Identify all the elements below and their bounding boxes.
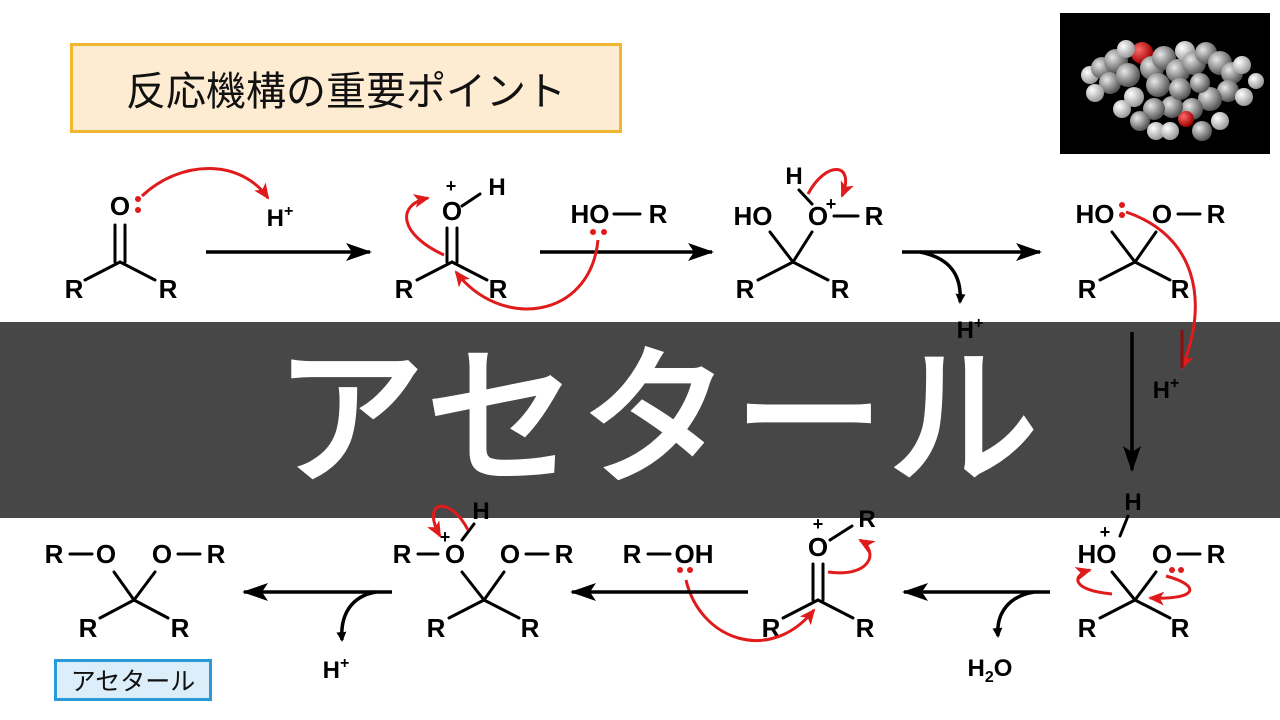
molecule-protonated-acetal: R + O H O R R R — [393, 498, 574, 643]
svg-text:R: R — [762, 613, 781, 643]
molecule-protonated-hemiacetal: HO H + O R R R — [734, 163, 884, 304]
lone-pair-dot — [135, 207, 141, 213]
banner-title: アセタール — [275, 333, 1043, 507]
svg-text:HO: HO — [1076, 199, 1115, 229]
svg-text:R: R — [1207, 539, 1226, 569]
molecule-hemiacetal: HO O R R R — [1076, 199, 1226, 304]
atom-r: R — [159, 274, 178, 304]
svg-text:O: O — [442, 196, 462, 226]
proton-release-arrow — [336, 590, 377, 642]
electron-arrow — [1074, 567, 1113, 596]
svg-text:O: O — [1152, 199, 1172, 229]
acetal-label: アセタール — [70, 667, 196, 696]
proton: H+ — [957, 315, 984, 344]
svg-text:R: R — [1078, 613, 1097, 643]
water-molecule: H2O — [968, 655, 1013, 686]
proton: H+ — [323, 655, 350, 684]
molecule-protonated-hemiacetal-2: H + HO O R R R — [1078, 489, 1226, 643]
svg-text:R: R — [207, 539, 226, 569]
molecule-acetal: R O O R R R — [45, 539, 226, 643]
svg-text:HO: HO — [1078, 539, 1117, 569]
electron-arrow — [405, 194, 445, 257]
svg-text:O: O — [445, 539, 465, 569]
svg-text:R: R — [427, 613, 446, 643]
svg-text:R: R — [79, 613, 98, 643]
svg-text:R: R — [865, 201, 884, 231]
svg-text:HO: HO — [734, 201, 773, 231]
svg-text:R: R — [831, 274, 850, 304]
svg-text:R: R — [1078, 274, 1097, 304]
electron-arrow — [427, 504, 470, 538]
svg-text:R: R — [489, 274, 508, 304]
svg-text:R: R — [856, 613, 875, 643]
lone-pair-dot — [135, 196, 141, 202]
svg-text:R: R — [45, 539, 64, 569]
nucleophile-ho: HO — [571, 199, 610, 229]
molecule-oxocarbenium: + O R R R — [762, 506, 876, 643]
svg-text:O: O — [500, 539, 520, 569]
svg-text:R: R — [555, 539, 574, 569]
proton-release-arrow — [919, 250, 966, 304]
svg-text:H: H — [472, 498, 489, 525]
atom-o: O — [110, 191, 130, 221]
svg-text:O: O — [808, 532, 828, 562]
svg-text:H: H — [488, 174, 505, 201]
electron-arrow — [684, 579, 816, 642]
molecule-protonated-carbonyl: + O H R R — [395, 174, 508, 304]
svg-text:R: R — [1207, 199, 1226, 229]
nucleophile-oh: OH — [675, 539, 714, 569]
electron-arrow — [806, 168, 854, 198]
svg-text:+: + — [446, 176, 457, 196]
svg-text:+: + — [1100, 522, 1111, 542]
svg-text:H: H — [785, 163, 802, 190]
electron-arrow — [1125, 210, 1197, 370]
svg-text:R: R — [171, 613, 190, 643]
proton: H+ — [267, 203, 294, 232]
svg-text:+: + — [813, 514, 824, 534]
atom-r: R — [65, 274, 84, 304]
svg-text:R: R — [736, 274, 755, 304]
acetal-label-box: アセタール — [54, 659, 212, 701]
svg-text:R: R — [393, 539, 412, 569]
svg-text:+: + — [826, 194, 837, 214]
electron-arrow — [1148, 574, 1192, 606]
svg-text:H: H — [1124, 489, 1141, 516]
svg-text:R: R — [649, 199, 668, 229]
title-box: 反応機構の重要ポイント — [70, 43, 622, 133]
proton: H+ — [1153, 375, 1180, 404]
electron-arrow — [454, 239, 600, 311]
svg-text:O: O — [152, 539, 172, 569]
electron-arrow — [140, 167, 270, 200]
molecule-model-image — [1060, 13, 1270, 154]
svg-text:R: R — [858, 506, 875, 533]
molecule-ketone: O R R — [65, 191, 178, 304]
title-banner — [0, 322, 1280, 518]
svg-text:O: O — [808, 201, 828, 231]
page-title: 反応機構の重要ポイント — [126, 69, 566, 115]
svg-text:O: O — [96, 539, 116, 569]
svg-text:R: R — [623, 539, 642, 569]
svg-text:R: R — [521, 613, 540, 643]
molecule-model-icon — [1081, 40, 1264, 141]
svg-text:R: R — [395, 274, 414, 304]
svg-text:+: + — [440, 527, 451, 547]
electron-arrow — [827, 538, 876, 575]
svg-text:O: O — [1152, 539, 1172, 569]
water-release-arrow — [992, 590, 1035, 638]
svg-text:R: R — [1171, 274, 1190, 304]
svg-text:R: R — [1171, 613, 1190, 643]
